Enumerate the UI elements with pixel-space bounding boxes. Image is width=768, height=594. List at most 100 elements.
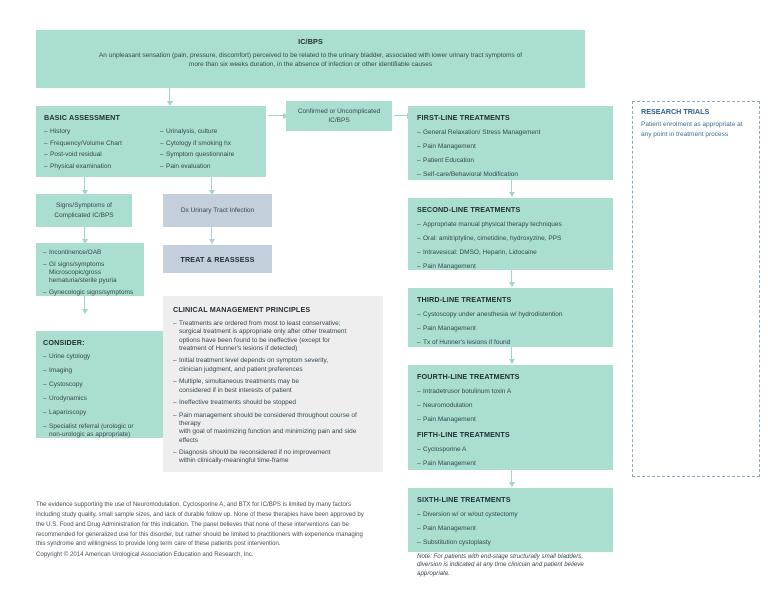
list-item: Appropriate manual physical therapy tech… xyxy=(417,221,605,230)
third-line-title: THIRD-LINE TREATMENTS xyxy=(417,295,512,304)
arrow-basic-to-confirmed xyxy=(268,115,284,117)
list-item-continuation: non-urologic as appropriate) xyxy=(49,430,131,438)
list-item: Pain Management xyxy=(417,143,605,152)
clinical-principles-title: CLINICAL MANAGEMENT PRINCIPLES xyxy=(173,305,311,314)
confirmed-uncomplicated-box: Confirmed or Uncomplicated IC/BPS xyxy=(286,101,392,131)
clinical-principles-list: Treatments are ordered from most to leas… xyxy=(173,320,374,466)
complicated-details-box: Incontinence/OAB GI signs/symptoms Micro… xyxy=(36,243,144,298)
list-item: Initial treatment level depends on sympt… xyxy=(173,357,374,366)
list-item-continuation: surgical treatment is appropriate only a… xyxy=(179,328,347,336)
list-item: Neuromodulation xyxy=(417,402,605,411)
complicated-signs-text: Signs/Symptoms of Complicated IC/BPS xyxy=(54,202,114,219)
list-item: Intradetrusor botulinum toxin A xyxy=(417,388,605,397)
list-item: Treatments are ordered from most to leas… xyxy=(173,320,374,329)
list-item: Pain Management xyxy=(417,416,605,425)
consider-box: CONSIDER: Urine cytology Imaging Cystosc… xyxy=(36,331,170,438)
consider-title: CONSIDER: xyxy=(43,338,85,347)
treat-reassess-text: TREAT & REASSESS xyxy=(180,254,255,264)
icbps-title: IC/BPS xyxy=(298,37,323,46)
first-line-treatments-box: FIRST-LINE TREATMENTS General Relaxation… xyxy=(408,106,613,180)
research-trials-text: Patient enrolment as appropriate at any … xyxy=(641,121,743,138)
list-item: Gynecologic signs/symptoms xyxy=(43,289,138,298)
basic-assessment-box: BASIC ASSESSMENT History Frequency/Volum… xyxy=(36,106,266,177)
basic-assessment-column-2: Urinalysis, culture Cytology if smoking … xyxy=(160,128,266,175)
list-item-continuation: treatment of Hunner's lesions if detecte… xyxy=(179,344,298,352)
complicated-signs-box: Signs/Symptoms of Complicated IC/BPS xyxy=(36,194,132,227)
complicated-details-list: Incontinence/OAB GI signs/symptoms Micro… xyxy=(43,249,138,298)
list-item-continuation: considered if in best interests of patie… xyxy=(179,386,292,394)
list-item: Pain Management xyxy=(417,325,605,334)
list-item: Multiple, simultaneous treatments may be xyxy=(173,378,374,387)
arrow-fifth-to-sixth xyxy=(511,470,513,483)
list-item: Intravesical: DMSO, Heparin, Lidocaine xyxy=(417,249,605,258)
second-line-treatments-box: SECOND-LINE TREATMENTS Appropriate manua… xyxy=(408,198,613,272)
arrow-dxuti-to-treat xyxy=(211,227,213,240)
list-item: Pain Management xyxy=(417,263,605,272)
third-line-list: Cystoscopy under anesthesia w/ hydrodist… xyxy=(417,311,605,347)
list-item: Cyclosporine A xyxy=(417,446,605,455)
second-line-title: SECOND-LINE TREATMENTS xyxy=(417,205,521,214)
list-item: Imaging xyxy=(43,367,163,376)
basic-assessment-title: BASIC ASSESSMENT xyxy=(44,113,121,122)
list-item: Cystoscopy xyxy=(43,381,163,390)
list-item: Frequency/Volume Chart xyxy=(44,140,160,149)
list-item: Patient Education xyxy=(417,157,605,166)
arrow-basic-to-complicated xyxy=(84,177,86,191)
arrow-second-to-third xyxy=(511,270,513,283)
sixth-line-list: Diversion w/ or w/out cystectomy Pain Ma… xyxy=(417,511,605,547)
first-line-title: FIRST-LINE TREATMENTS xyxy=(417,113,510,122)
research-trials-box: RESEARCH TRIALS Patient enrolment as app… xyxy=(632,101,760,477)
list-item: Pain Management xyxy=(417,460,605,469)
footer-disclaimer: The evidence supporting the use of Neuro… xyxy=(36,501,364,548)
fifth-line-list: Cyclosporine A Pain Management xyxy=(417,446,605,469)
confirmed-text: Confirmed or Uncomplicated IC/BPS xyxy=(297,107,381,124)
list-item-continuation: Microscopic/gross xyxy=(49,269,102,277)
arrow-details-to-consider xyxy=(84,296,86,310)
list-item: Post-void residual xyxy=(44,151,160,160)
list-item: Urinalysis, culture xyxy=(160,128,266,137)
list-item: Laparoscopy xyxy=(43,409,163,418)
arrow-complicated-to-details xyxy=(84,227,86,240)
arrow-first-to-second xyxy=(511,180,513,193)
list-item: Cystoscopy under anesthesia w/ hydrodist… xyxy=(417,311,605,320)
list-item-continuation: within clinically-meaningful time-frame xyxy=(179,457,289,465)
icbps-header-box: IC/BPS An unpleasant sensation (pain, pr… xyxy=(36,30,585,88)
arrow-confirmed-to-first-line xyxy=(394,115,408,117)
list-item: Specialist referral (urologic or xyxy=(43,423,163,432)
research-trials-title: RESEARCH TRIALS xyxy=(641,107,710,116)
list-item-continuation: hematuria/sterile pyuria xyxy=(49,277,117,285)
arrow-header-to-basic xyxy=(169,88,171,102)
list-item: Oral: amitriptyline, cimetidine, hydroxy… xyxy=(417,235,605,244)
list-item: Diagnosis should be reconsidered if no i… xyxy=(173,449,374,458)
third-line-treatments-box: THIRD-LINE TREATMENTS Cystoscopy under a… xyxy=(408,288,613,347)
dx-uti-text: Dx Urinary Tract Infection xyxy=(180,206,255,214)
sixth-line-treatments-box: SIXTH-LINE TREATMENTS Diversion w/ or w/… xyxy=(408,488,613,577)
list-item: History xyxy=(44,128,160,137)
list-item: Diversion w/ or w/out cystectomy xyxy=(417,511,605,520)
list-item: Urine cytology xyxy=(43,353,163,362)
list-item: GI signs/symptoms xyxy=(43,261,138,270)
list-item: Self-care/Behavioral Modification xyxy=(417,171,605,180)
list-item: Physical examination xyxy=(44,163,160,172)
list-item: Ineffective treatments should be stopped xyxy=(173,399,374,408)
list-item: Cytology if smoking hx xyxy=(160,140,266,149)
footer-copyright: Copyright © 2014 American Urological Ass… xyxy=(36,551,254,558)
list-item: Pain evaluation xyxy=(160,163,266,172)
sixth-line-title: SIXTH-LINE TREATMENTS xyxy=(417,495,511,504)
arrow-basic-to-dxuti xyxy=(211,177,213,191)
icbps-description: An unpleasant sensation (pain, pressure,… xyxy=(98,52,523,69)
first-line-list: General Relaxation/ Stress Management Pa… xyxy=(417,129,605,179)
fifth-line-treatments-box: FIFTH-LINE TREATMENTS Cyclosporine A Pai… xyxy=(408,423,613,470)
treat-reassess-box: TREAT & REASSESS xyxy=(163,245,272,273)
basic-assessment-column-1: History Frequency/Volume Chart Post-void… xyxy=(44,128,160,175)
fourth-line-list: Intradetrusor botulinum toxin A Neuromod… xyxy=(417,388,605,424)
list-item: Incontinence/OAB xyxy=(43,249,138,258)
arrow-third-to-fourth xyxy=(511,347,513,360)
sixth-line-note: Note: For patients with end-stage struct… xyxy=(417,552,584,578)
dx-uti-box: Dx Urinary Tract Infection xyxy=(163,194,272,227)
consider-list: Urine cytology Imaging Cystoscopy Urodyn… xyxy=(43,353,163,439)
fourth-line-treatments-box: FOURTH-LINE TREATMENTS Intradetrusor bot… xyxy=(408,365,613,424)
list-item-continuation: clinician judgment, and patient preferen… xyxy=(179,365,303,373)
fifth-line-title: FIFTH-LINE TREATMENTS xyxy=(417,430,510,439)
